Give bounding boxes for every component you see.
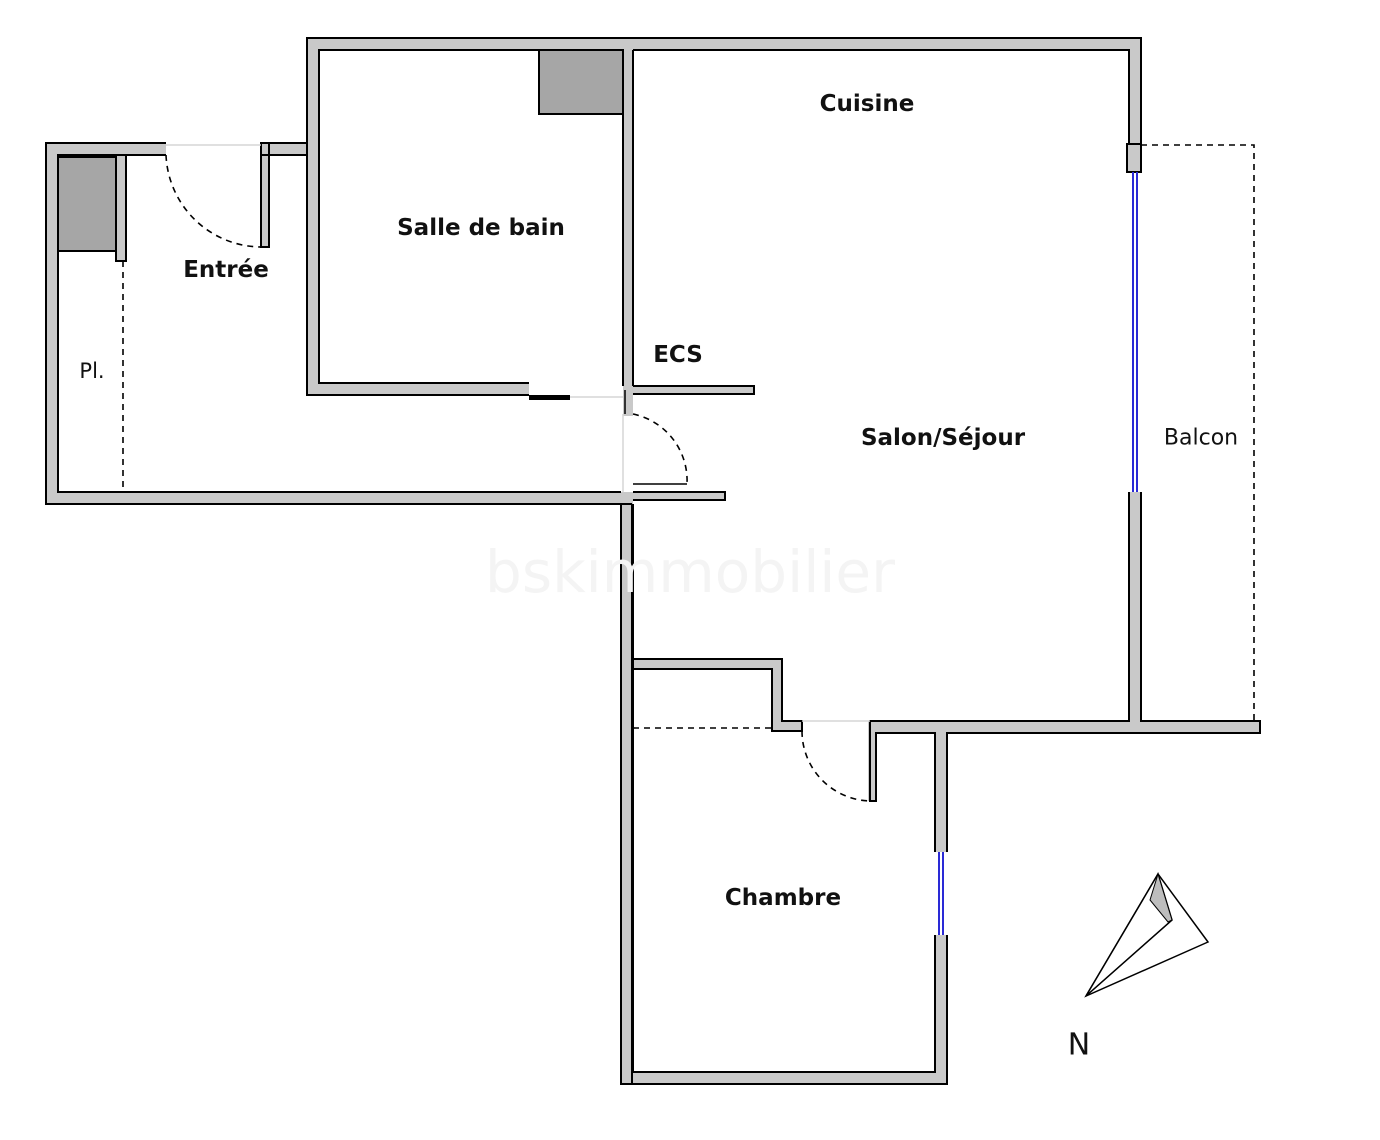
north-label: N xyxy=(1067,1027,1091,1063)
room-label-salon: Salon/Séjour xyxy=(860,425,1026,451)
room-label-entree: Entrée xyxy=(183,257,269,283)
room-label-cuisine: Cuisine xyxy=(819,91,915,117)
duct-bathroom xyxy=(538,49,624,115)
room-label-salle-de-bain: Salle de bain xyxy=(397,215,565,241)
duct-entrance xyxy=(57,156,117,252)
dashed-boundaries xyxy=(122,144,1255,729)
compass-arrow-icon xyxy=(1084,872,1210,998)
room-label-balcon: Balcon xyxy=(1163,425,1239,451)
walls xyxy=(46,38,1260,1084)
room-label-placard: Pl. xyxy=(79,359,105,383)
watermark: bskimmobilier xyxy=(485,538,895,606)
doors xyxy=(165,144,871,802)
room-label-ecs: ECS xyxy=(653,342,703,368)
wall-outlines xyxy=(45,37,1261,1085)
room-label-chambre: Chambre xyxy=(724,885,842,911)
windows xyxy=(938,172,1138,935)
